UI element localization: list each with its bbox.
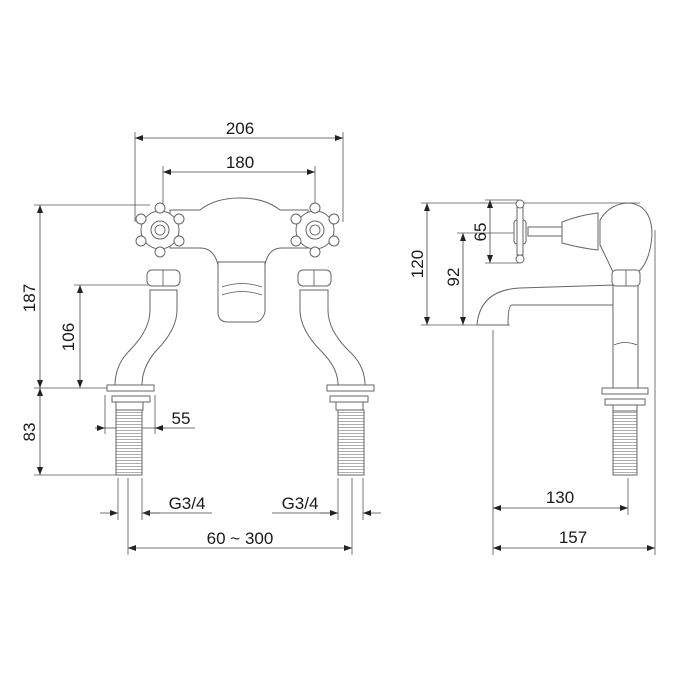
dim-overall-depth: 157 [559, 528, 587, 547]
side-view: 65 120 92 130 157 [408, 199, 656, 555]
dim-overall-height: 187 [20, 284, 39, 312]
dim-center-range: 60 ~ 300 [207, 529, 274, 548]
shank-left [115, 409, 143, 476]
dim-shank-width: 55 [172, 409, 191, 428]
dim-overall-width: 206 [226, 119, 254, 138]
shank-side [612, 410, 638, 476]
side-extension-lines [421, 199, 656, 555]
dim-handle-height: 65 [471, 223, 490, 242]
dim-spout-height: 92 [444, 268, 463, 287]
dim-spout-reach: 130 [546, 488, 574, 507]
dim-total-height: 120 [408, 250, 427, 278]
shank-right [337, 409, 365, 476]
dim-handle-centers: 180 [226, 153, 254, 172]
side-dimension-lines [424, 200, 655, 551]
label-thread-left: G3/4 [169, 494, 206, 513]
faucet-side [476, 199, 653, 476]
dim-shank-length: 83 [20, 423, 39, 442]
dim-pipe-height: 106 [59, 323, 78, 351]
faucet-front [106, 197, 375, 476]
dimension-lines [37, 135, 381, 551]
handle-cold [290, 202, 340, 258]
front-view: 206 180 187 106 83 55 G3/4 G3/4 60 ~ 300 [20, 119, 381, 555]
handle-hot [135, 202, 185, 258]
label-thread-right: G3/4 [282, 494, 319, 513]
